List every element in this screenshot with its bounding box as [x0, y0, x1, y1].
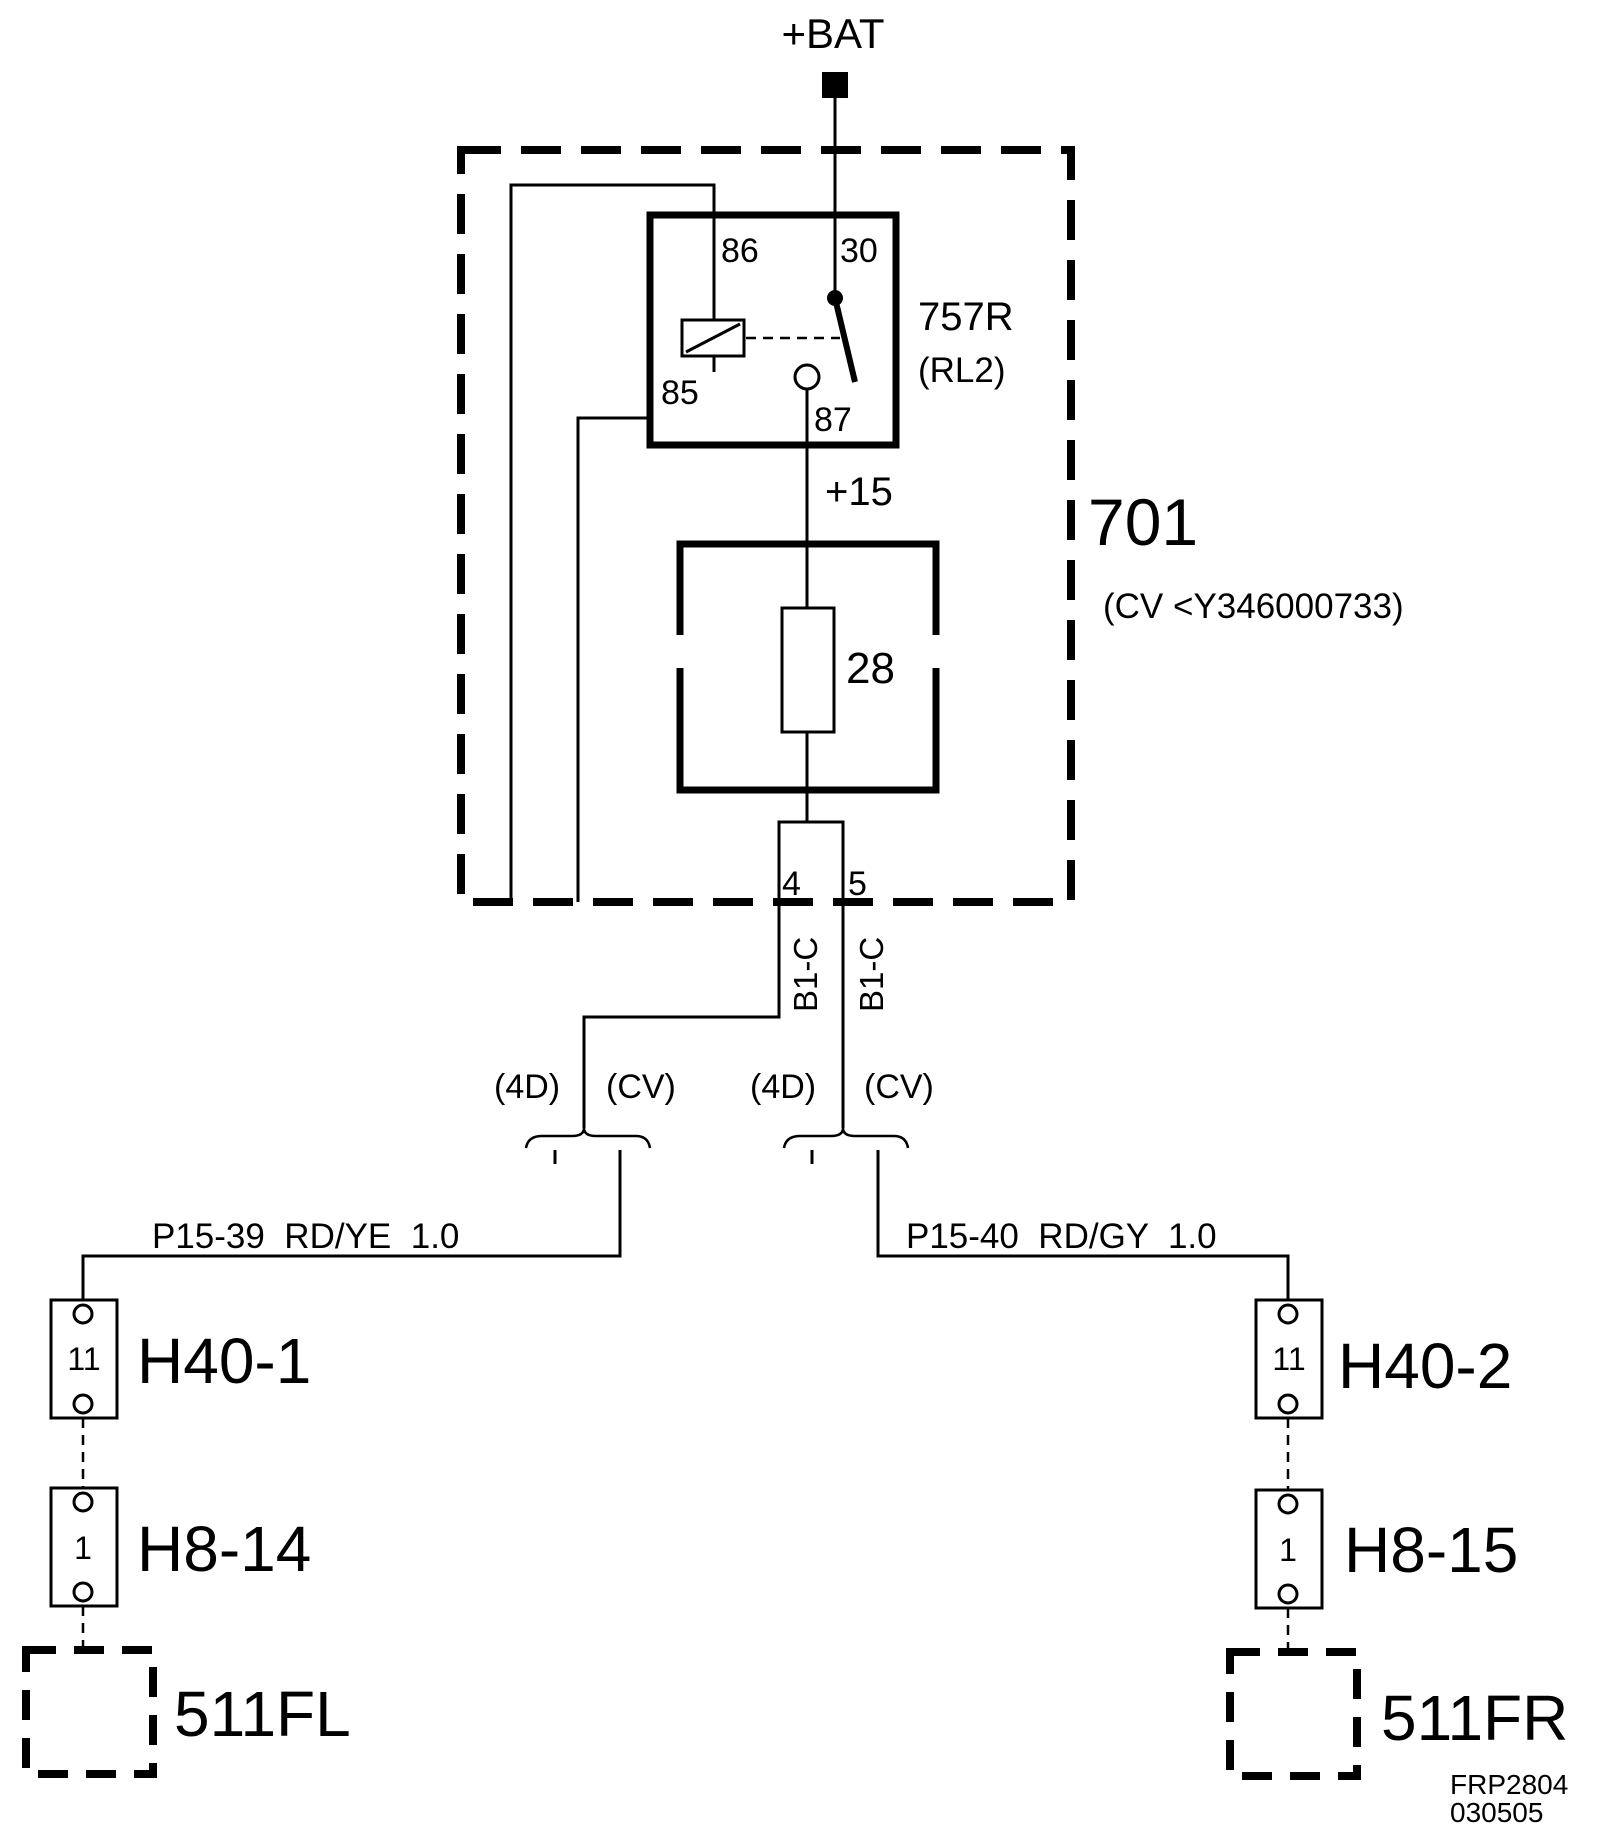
output-pin-5: 5 — [848, 865, 867, 903]
wire-p15-40-label: P15-40 RD/GY 1.0 — [906, 1217, 1217, 1256]
fuse-holder-top — [676, 540, 940, 635]
connector-h8-15-pin-top — [1277, 1493, 1299, 1515]
connector-h8-15-pin: 1 — [1279, 1532, 1297, 1568]
connector-h40-2-pin: 11 — [1272, 1341, 1305, 1377]
connector-h8-14-pin-top — [72, 1491, 94, 1513]
variant-brace-right — [782, 1127, 910, 1149]
connector-h8-15: 1 — [1254, 1488, 1324, 1610]
connector-h8-14-pin-bottom — [72, 1581, 94, 1603]
battery-terminal: +BAT — [781, 10, 885, 296]
battery-label: +BAT — [781, 10, 884, 57]
relay-body — [646, 211, 900, 449]
fuse-number: 28 — [846, 644, 895, 693]
connector-h8-14: 1 — [49, 1486, 119, 1608]
connector-h8-15-pin-bottom — [1277, 1583, 1299, 1605]
supply-label: +15 — [825, 470, 893, 514]
relay-pin-30: 30 — [840, 232, 878, 270]
connector-h40-1-name: H40-1 — [137, 1325, 311, 1397]
component-511fr — [1226, 1648, 1361, 1780]
connector-h40-2-pin-bottom — [1277, 1393, 1299, 1415]
connector-h8-14-pin: 1 — [74, 1530, 92, 1566]
connector-h40-2-pin-top — [1277, 1303, 1299, 1325]
component-511fl-name: 511FL — [174, 1678, 351, 1750]
battery-terminal-square — [822, 72, 848, 98]
relay-pin-86: 86 — [721, 232, 759, 270]
coil-wire-85 — [576, 416, 650, 902]
relay-switch-arm — [832, 297, 858, 383]
connector-h40-1-pin: 11 — [67, 1341, 100, 1377]
variant-right-4d: (4D) — [750, 1068, 816, 1106]
relay-pin-87: 87 — [814, 401, 852, 439]
connector-h8-14-name: H8-14 — [137, 1513, 311, 1585]
relay-no-contact — [793, 363, 821, 391]
variant-left-4d: (4D) — [494, 1068, 560, 1106]
variant-right-cv: (CV) — [864, 1068, 934, 1106]
relay-id: 757R — [918, 295, 1014, 339]
connector-h40-1-pin-bottom — [72, 1393, 94, 1415]
wire-p15-39-path — [81, 1150, 622, 1300]
relay-pin-85: 85 — [661, 374, 699, 412]
component-511fl — [22, 1646, 157, 1778]
connector-h40-2-name: H40-2 — [1338, 1330, 1512, 1402]
drawing-date: 030505 — [1450, 1797, 1543, 1828]
connector-h40-1: 11 — [49, 1298, 119, 1420]
connector-h8-15-name: H8-15 — [1344, 1514, 1518, 1586]
connector-b1c-left: B1-C — [787, 937, 824, 1012]
left-branch-wire — [582, 902, 781, 1128]
wire-p15-40-path — [876, 1150, 1290, 1300]
component-511fr-name: 511FR — [1381, 1682, 1568, 1754]
fusebox-701-outline — [457, 146, 1075, 906]
relay-ref: (RL2) — [918, 351, 1006, 390]
wire-p15-39-label: P15-39 RD/YE 1.0 — [152, 1217, 459, 1256]
coil-wire-86 — [509, 183, 716, 902]
drawing-code: FRP2804 — [1450, 1769, 1568, 1800]
fuse-28 — [780, 606, 836, 734]
variant-left-cv: (CV) — [606, 1068, 676, 1106]
fusebox-id: 701 — [1088, 485, 1198, 559]
connector-h40-2: 11 — [1254, 1298, 1324, 1420]
relay-757r: 86 30 85 87 — [646, 211, 900, 449]
connector-h40-1-pin-top — [72, 1303, 94, 1325]
coil-diagonal — [685, 322, 741, 354]
output-pin-bracket — [777, 820, 845, 902]
variant-brace-left — [524, 1127, 652, 1149]
fusebox-variant: (CV <Y346000733) — [1103, 587, 1404, 626]
connector-b1c-right: B1-C — [853, 937, 890, 1012]
output-pin-4: 4 — [782, 865, 801, 903]
